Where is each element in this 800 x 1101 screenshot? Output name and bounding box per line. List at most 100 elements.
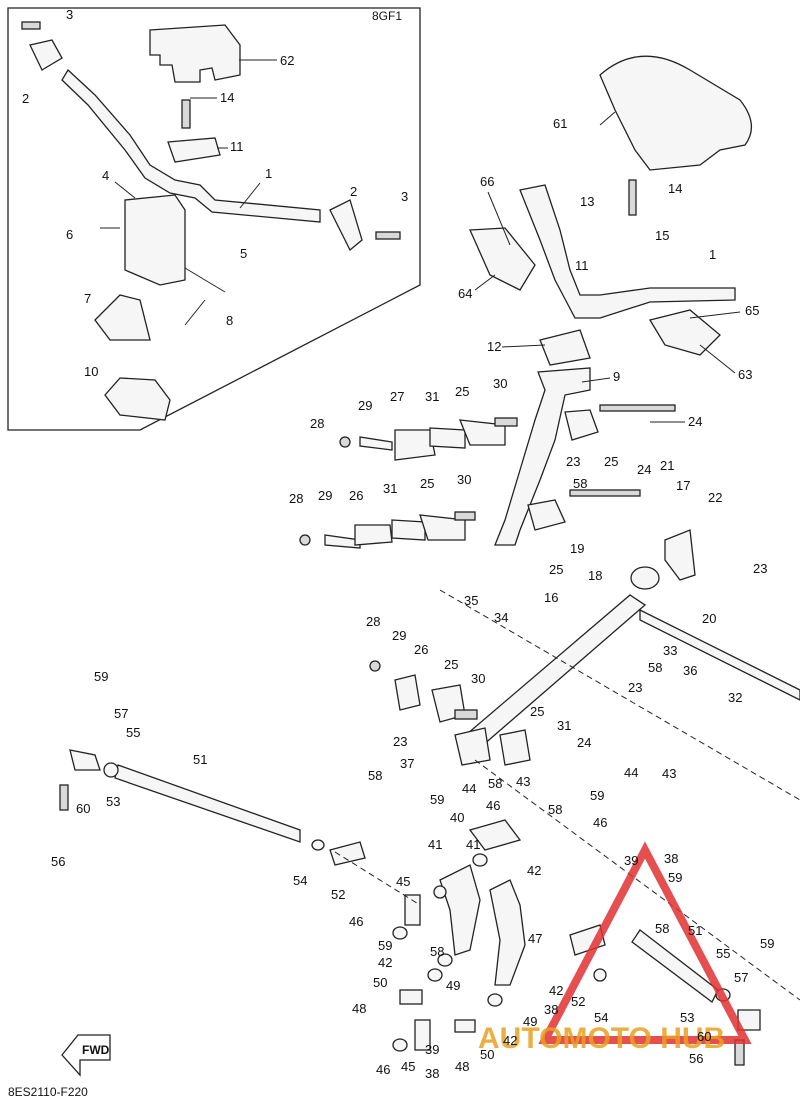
callout-17: 17 <box>676 478 690 493</box>
callout-55: 55 <box>716 946 730 961</box>
bracket-17 <box>664 529 696 581</box>
callout-3: 3 <box>66 7 73 22</box>
tie-rod-32 <box>639 608 800 701</box>
callout-59: 59 <box>590 788 604 803</box>
callout-23: 23 <box>566 454 580 469</box>
callout-37: 37 <box>400 756 414 771</box>
callout-4: 4 <box>102 168 109 183</box>
callout-58: 58 <box>488 776 502 791</box>
callout-29: 29 <box>392 628 406 643</box>
callout-58: 58 <box>648 660 662 675</box>
watermark-text: AUTOMOTO HUB <box>478 1022 725 1055</box>
callout-30: 30 <box>493 376 507 391</box>
callout-45: 45 <box>396 874 410 889</box>
callout-52: 52 <box>331 887 345 902</box>
callout-23: 23 <box>393 734 407 749</box>
guard-64 <box>469 227 536 291</box>
callout-27: 27 <box>390 389 404 404</box>
callout-28: 28 <box>366 614 380 629</box>
arm-25-lower <box>419 514 466 541</box>
callout-26: 26 <box>349 488 363 503</box>
callout-57: 57 <box>734 970 748 985</box>
handlebar-1 <box>519 184 736 319</box>
callout-53: 53 <box>680 1010 694 1025</box>
bracket-4 <box>124 194 186 286</box>
arm-25-upper <box>458 419 506 446</box>
callout-28: 28 <box>289 491 303 506</box>
callout-7: 7 <box>84 291 91 306</box>
callout-59: 59 <box>430 792 444 807</box>
pin-30-mid <box>454 709 478 720</box>
callout-60: 60 <box>76 801 90 816</box>
callout-59: 59 <box>760 936 774 951</box>
callout-60: 60 <box>697 1029 711 1044</box>
fwd-label: FWD <box>82 1043 110 1057</box>
cover-62 <box>149 24 241 83</box>
steering-column-9 <box>494 367 591 546</box>
callout-35: 35 <box>464 593 478 608</box>
callout-38: 38 <box>664 851 678 866</box>
callout-59: 59 <box>668 870 682 885</box>
pin-30-upper <box>494 417 518 427</box>
callout-49: 49 <box>523 1014 537 1029</box>
callout-58: 58 <box>655 921 669 936</box>
link-26-upper <box>354 524 393 546</box>
callout-20: 20 <box>702 611 716 626</box>
callout-54: 54 <box>293 873 307 888</box>
callout-30: 30 <box>457 472 471 487</box>
leader-lines <box>114 59 741 423</box>
callout-22: 22 <box>708 490 722 505</box>
callout-64: 64 <box>458 286 472 301</box>
callout-14: 14 <box>668 181 682 196</box>
callout-18: 18 <box>588 568 602 583</box>
callout-52: 52 <box>571 994 585 1009</box>
steering-shaft-16 <box>458 594 647 753</box>
callout-41: 41 <box>466 837 480 852</box>
callout-58: 58 <box>573 476 587 491</box>
collar-18 <box>630 566 660 590</box>
callout-51: 51 <box>688 923 702 938</box>
callout-5: 5 <box>240 246 247 261</box>
bolt-48 <box>399 989 423 1005</box>
clamp-12 <box>539 329 591 366</box>
link-26-mid <box>394 674 421 711</box>
callout-51: 51 <box>193 752 207 767</box>
callout-39: 39 <box>624 853 638 868</box>
callout-9: 9 <box>613 369 620 384</box>
grip-end-inset-right <box>329 199 363 252</box>
callout-24: 24 <box>688 414 702 429</box>
callout-50: 50 <box>373 975 387 990</box>
callout-63: 63 <box>738 367 752 382</box>
pad-10 <box>104 377 171 421</box>
callout-62: 62 <box>280 53 294 68</box>
screw-inset-right <box>375 231 401 240</box>
callout-34: 34 <box>494 610 508 625</box>
holder-11-inset <box>167 137 221 163</box>
callout-26: 26 <box>414 642 428 657</box>
callout-45: 45 <box>401 1059 415 1074</box>
callout-11: 11 <box>575 258 589 273</box>
callout-49: 49 <box>446 978 460 993</box>
inset-code: 8GF1 <box>372 9 402 23</box>
callout-40: 40 <box>450 810 464 825</box>
callout-58: 58 <box>548 802 562 817</box>
callout-25: 25 <box>604 454 618 469</box>
arm-47 <box>489 879 526 986</box>
callout-54: 54 <box>594 1010 608 1025</box>
tie-rod-51-left <box>114 764 301 843</box>
link-27 <box>394 429 436 461</box>
callout-61: 61 <box>553 116 567 131</box>
callout-46: 46 <box>349 914 363 929</box>
tie-rod-51-right <box>631 929 719 1003</box>
handlebar-inset <box>61 68 321 223</box>
callout-31: 31 <box>557 718 571 733</box>
callout-16: 16 <box>544 590 558 605</box>
callout-25: 25 <box>420 476 434 491</box>
callout-labels: 3 2 62 14 11 1 4 2 3 6 5 7 8 10 61 66 13… <box>22 7 774 1081</box>
pin-30-lower <box>454 511 476 521</box>
callout-23: 23 <box>753 561 767 576</box>
callout-50: 50 <box>480 1047 494 1062</box>
callout-24: 24 <box>637 462 651 477</box>
callout-2: 2 <box>22 91 29 106</box>
